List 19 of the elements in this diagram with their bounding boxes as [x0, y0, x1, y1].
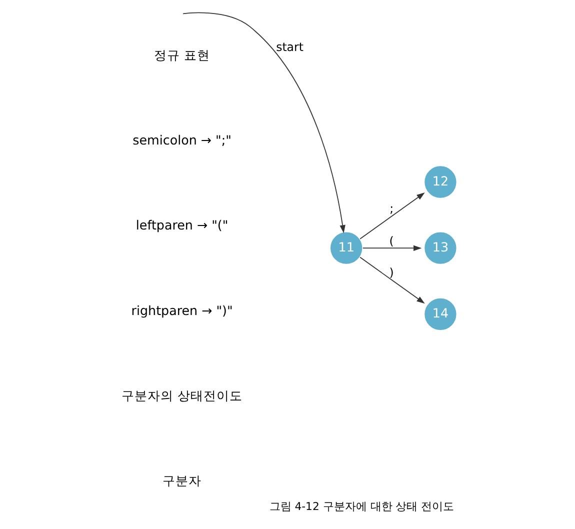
edge-label: ( — [389, 234, 394, 248]
label: rightparen → ")" — [131, 302, 233, 318]
label: leftparen → "(" — [136, 218, 228, 233]
label: 구분자의 상태전이도 — [122, 388, 243, 403]
caption: 그림 4-12 구분자에 대한 상태 전이도 — [269, 500, 454, 514]
edge-label: ) — [389, 266, 394, 280]
arrow — [362, 245, 422, 251]
edge-label: start — [276, 40, 304, 54]
node-circle: 13 — [424, 231, 458, 265]
node-circle: 11 — [330, 231, 364, 265]
node-circle: 14 — [424, 297, 458, 331]
label: 정규 표현 — [154, 48, 210, 63]
label: 구분자 — [162, 472, 202, 488]
arrow — [360, 192, 425, 240]
node-circle: 12 — [424, 165, 458, 199]
arrow — [360, 256, 425, 304]
edge-label: ; — [390, 201, 394, 216]
arrow — [182, 12, 346, 234]
label: semicolon → ";" — [132, 132, 232, 148]
